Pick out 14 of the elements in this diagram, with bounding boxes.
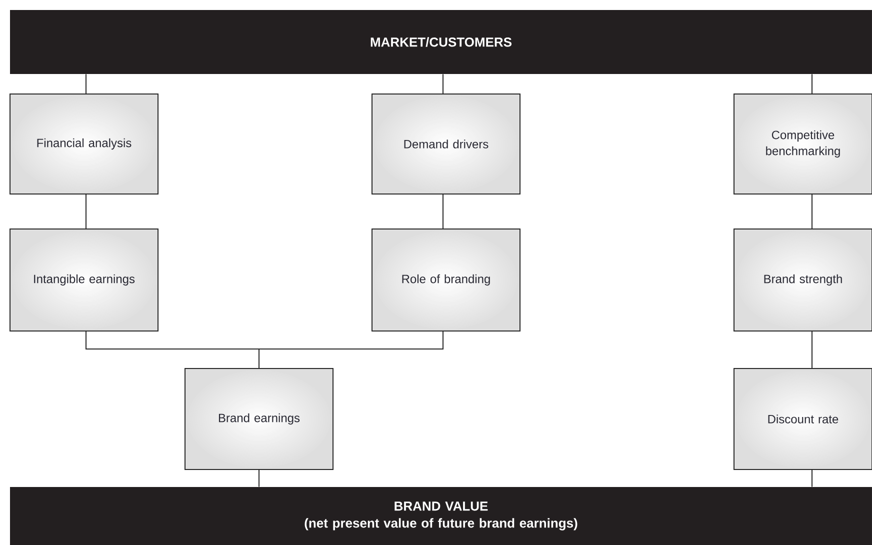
process-box: Brand strength: [734, 228, 872, 332]
connector-line: [442, 74, 444, 94]
process-box: Financial analysis: [10, 94, 158, 194]
process-box: Competitive benchmarking: [734, 94, 872, 194]
process-box: Demand drivers: [372, 94, 520, 194]
connector-line: [258, 330, 444, 368]
process-box: Brand earnings: [184, 368, 334, 470]
connector-line: [258, 469, 260, 488]
banner: BRAND VALUE (net present value of future brand earnings): [10, 486, 872, 545]
connector-line: [442, 194, 444, 229]
process-box: Role of branding: [372, 228, 520, 332]
process-box: Discount rate: [734, 368, 872, 470]
process-box: Intangible earnings: [10, 228, 158, 332]
banner: MARKET/CUSTOMERS: [10, 10, 872, 74]
